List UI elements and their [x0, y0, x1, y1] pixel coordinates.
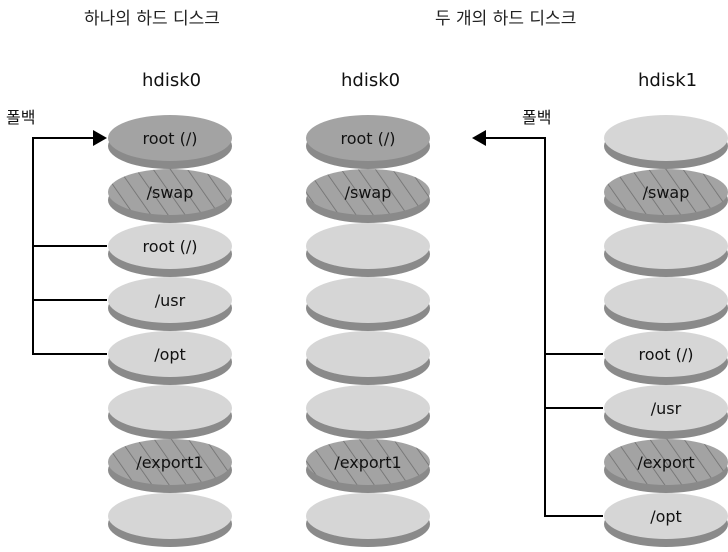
disk-slice [306, 223, 430, 277]
disk-slice-label: /export [637, 453, 694, 472]
disk-slice: root (/) [108, 115, 232, 169]
disk-stack-hdisk0-single: /export1/opt/usr root (/) /swap root (/) [108, 115, 232, 547]
disk-slice-label: /usr [651, 399, 682, 418]
disk-stack-hdisk0-dual: /export1/swap root (/) [306, 115, 430, 547]
disk-slice-face [306, 115, 430, 161]
disk-slice [306, 385, 430, 439]
disk-slice-label: root (/) [142, 237, 197, 256]
disk-slice-face [306, 277, 430, 323]
fallback-label-right: 폴백 [522, 108, 552, 127]
disk-slice-face [604, 331, 728, 377]
disk-slice-face [108, 385, 232, 431]
section-title-two-disks: 두 개의 하드 디스크 [435, 9, 577, 29]
disk-slice-face [108, 169, 232, 215]
disk-slice: root (/) [604, 331, 728, 385]
disk-slice-face [108, 277, 232, 323]
fallback-arrowhead-left [93, 130, 107, 146]
disk-slice-label: /swap [345, 183, 392, 202]
disk-slice: /swap [306, 169, 430, 223]
disk-slice-face [604, 277, 728, 323]
disk-slice-face [108, 493, 232, 539]
disk-slice: /export [604, 439, 728, 493]
disk-slice [604, 115, 728, 169]
disk-slice-face [604, 169, 728, 215]
disk-slice-face [108, 439, 232, 485]
disk-slice-face [306, 169, 430, 215]
disk-slice-face [108, 115, 232, 161]
disk-slice-label: /swap [147, 183, 194, 202]
disk-slice-label: root (/) [142, 129, 197, 148]
disk-slice-face [108, 223, 232, 269]
disk-slice-face [306, 331, 430, 377]
disk-slice [108, 493, 232, 547]
section-title-one-disk: 하나의 하드 디스크 [84, 9, 220, 29]
disk-slice: /swap [604, 169, 728, 223]
disk-title-hdisk1-dual: hdisk1 [638, 70, 698, 91]
fallback-arrowhead-right [472, 130, 486, 146]
disk-slice-face [604, 385, 728, 431]
disk-slice [604, 223, 728, 277]
disk-slice: /export1 [108, 439, 232, 493]
disk-slice-label: /export1 [136, 453, 203, 472]
disk-slice [108, 385, 232, 439]
disk-slice: /opt [108, 331, 232, 385]
disk-slice-label: /opt [154, 345, 186, 364]
disk-slice: /opt [604, 493, 728, 547]
disk-title-hdisk0-dual: hdisk0 [341, 70, 401, 91]
disk-slice [306, 277, 430, 331]
disk-slice [306, 331, 430, 385]
disk-slice-face [306, 439, 430, 485]
disk-slice-face [108, 331, 232, 377]
disk-slice: root (/) [306, 115, 430, 169]
fallback-arrows [32, 130, 603, 517]
disk-slice-label: /export1 [334, 453, 401, 472]
disk-slice-label: /swap [643, 183, 690, 202]
disk-slice-label: /opt [650, 507, 682, 526]
disk-slice: /usr [108, 277, 232, 331]
disk-slice-face [306, 493, 430, 539]
disk-stack-hdisk1-dual: /opt/export/usr root (/) /swap [604, 115, 728, 547]
disk-slice [604, 277, 728, 331]
disk-slice: root (/) [108, 223, 232, 277]
fallback-label-left: 폴백 [6, 108, 36, 127]
fallback-bracket-right [544, 353, 603, 517]
disk-title-hdisk0-single: hdisk0 [142, 70, 202, 91]
disk-slice-face [306, 223, 430, 269]
disk-slice-face [604, 493, 728, 539]
fallback-line-to-hdisk0 [484, 137, 546, 354]
disk-slice-face [604, 115, 728, 161]
disk-slice-face [604, 439, 728, 485]
disk-slice: /export1 [306, 439, 430, 493]
disk-slice-face [604, 223, 728, 269]
disk-slice: /usr [604, 385, 728, 439]
disk-slice-label: root (/) [340, 129, 395, 148]
disk-slice-label: root (/) [638, 345, 693, 364]
disk-slice-face [306, 385, 430, 431]
disk-slice [306, 493, 430, 547]
disk-slice-label: /usr [155, 291, 186, 310]
disk-slice: /swap [108, 169, 232, 223]
